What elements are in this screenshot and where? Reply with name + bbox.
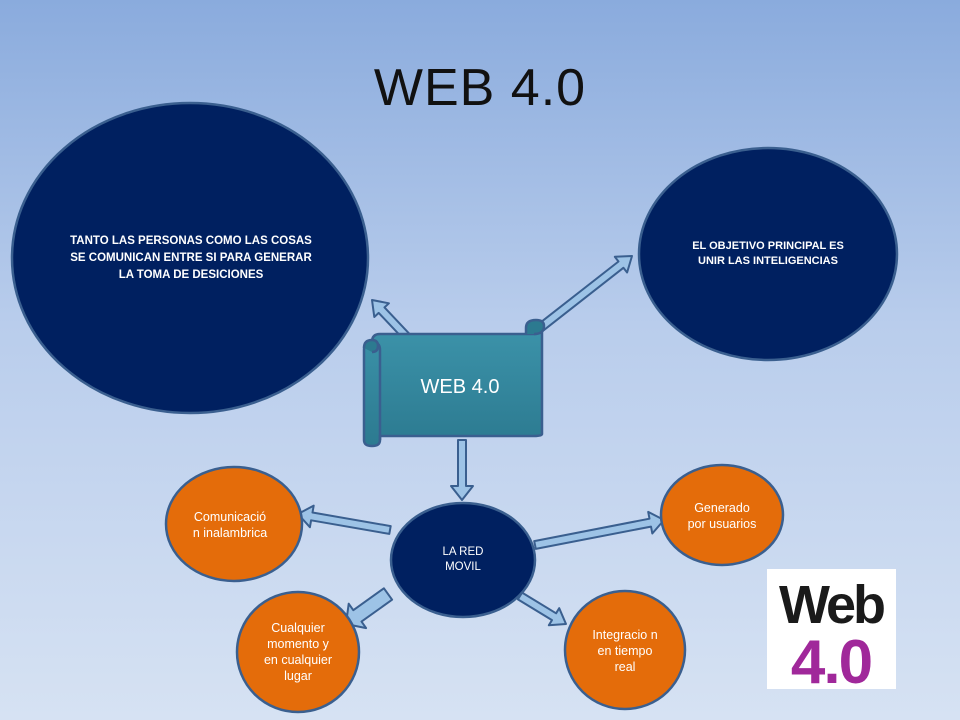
generado-text: Generado por usuarios <box>687 501 757 531</box>
comunicacion-text: Comunicació n inalambrica <box>192 510 268 540</box>
ellipse-personas <box>10 101 370 415</box>
arrow-to-cualquier <box>345 587 394 630</box>
page-title: WEB 4.0 <box>373 59 587 117</box>
cualquier-text: Cualquier momento y en cualquier lugar <box>263 621 333 683</box>
arrow-to-generado <box>533 510 665 550</box>
logo-version-text: 4.0 <box>791 628 871 689</box>
ellipse-comunicacion <box>164 465 304 583</box>
ellipse-cualquier <box>235 590 361 714</box>
arrow-to-objetivo <box>536 255 633 333</box>
web-4-logo: Web 4.0 <box>767 569 896 697</box>
arrow-to-integracion <box>516 591 567 627</box>
ellipse-integracion <box>563 589 687 711</box>
objetivo-text: EL OBJETIVO PRINCIPAL ES UNIR LAS INTELI… <box>692 240 844 267</box>
personas-text: TANTO LAS PERSONAS COMO LAS COSAS SE COM… <box>70 234 312 281</box>
arrow-to-red-movil <box>450 439 474 501</box>
center-scroll <box>362 318 546 448</box>
integracion-text: Integracio n en tiempo real <box>592 628 658 674</box>
logo-web-text: Web <box>779 575 884 635</box>
ellipse-generado <box>659 463 785 567</box>
arrow-to-comunicacion <box>297 504 392 535</box>
ellipse-red-movil <box>389 501 537 619</box>
center-scroll-label: WEB 4.0 <box>420 375 500 398</box>
red-movil-text: LA RED MOVIL <box>442 546 484 573</box>
ellipse-objetivo <box>637 146 899 362</box>
